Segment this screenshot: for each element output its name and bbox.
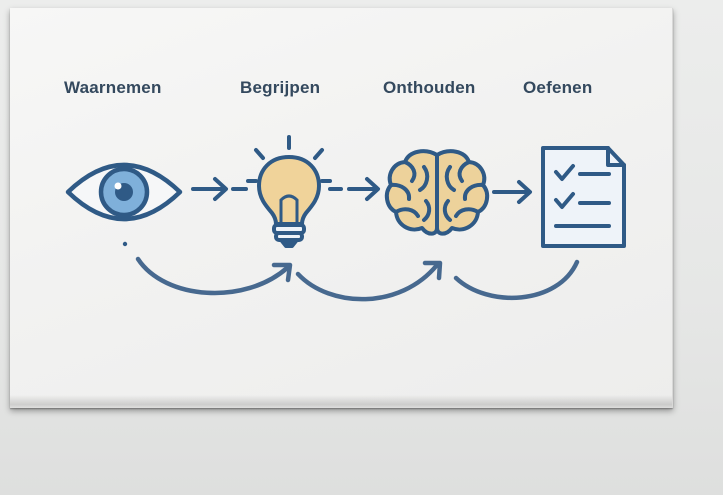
paper-edge-shadow	[10, 395, 672, 411]
curved-arrow-icon	[453, 259, 580, 301]
arrow-icon	[191, 177, 248, 201]
curved-arrow-icon	[135, 256, 293, 296]
curved-arrow-icon	[295, 260, 443, 302]
step-label-oefenen: Oefenen	[523, 78, 593, 97]
step-label-waarnemen: Waarnemen	[64, 78, 162, 97]
brain-icon	[384, 149, 490, 236]
lightbulb-icon	[246, 135, 332, 248]
eye-icon	[65, 162, 183, 247]
arrow-icon	[492, 180, 532, 204]
step-label-onthouden: Onthouden	[383, 78, 476, 97]
step-label-begrijpen: Begrijpen	[240, 78, 321, 97]
checklist-icon	[541, 146, 626, 248]
arrow-icon	[328, 177, 380, 201]
